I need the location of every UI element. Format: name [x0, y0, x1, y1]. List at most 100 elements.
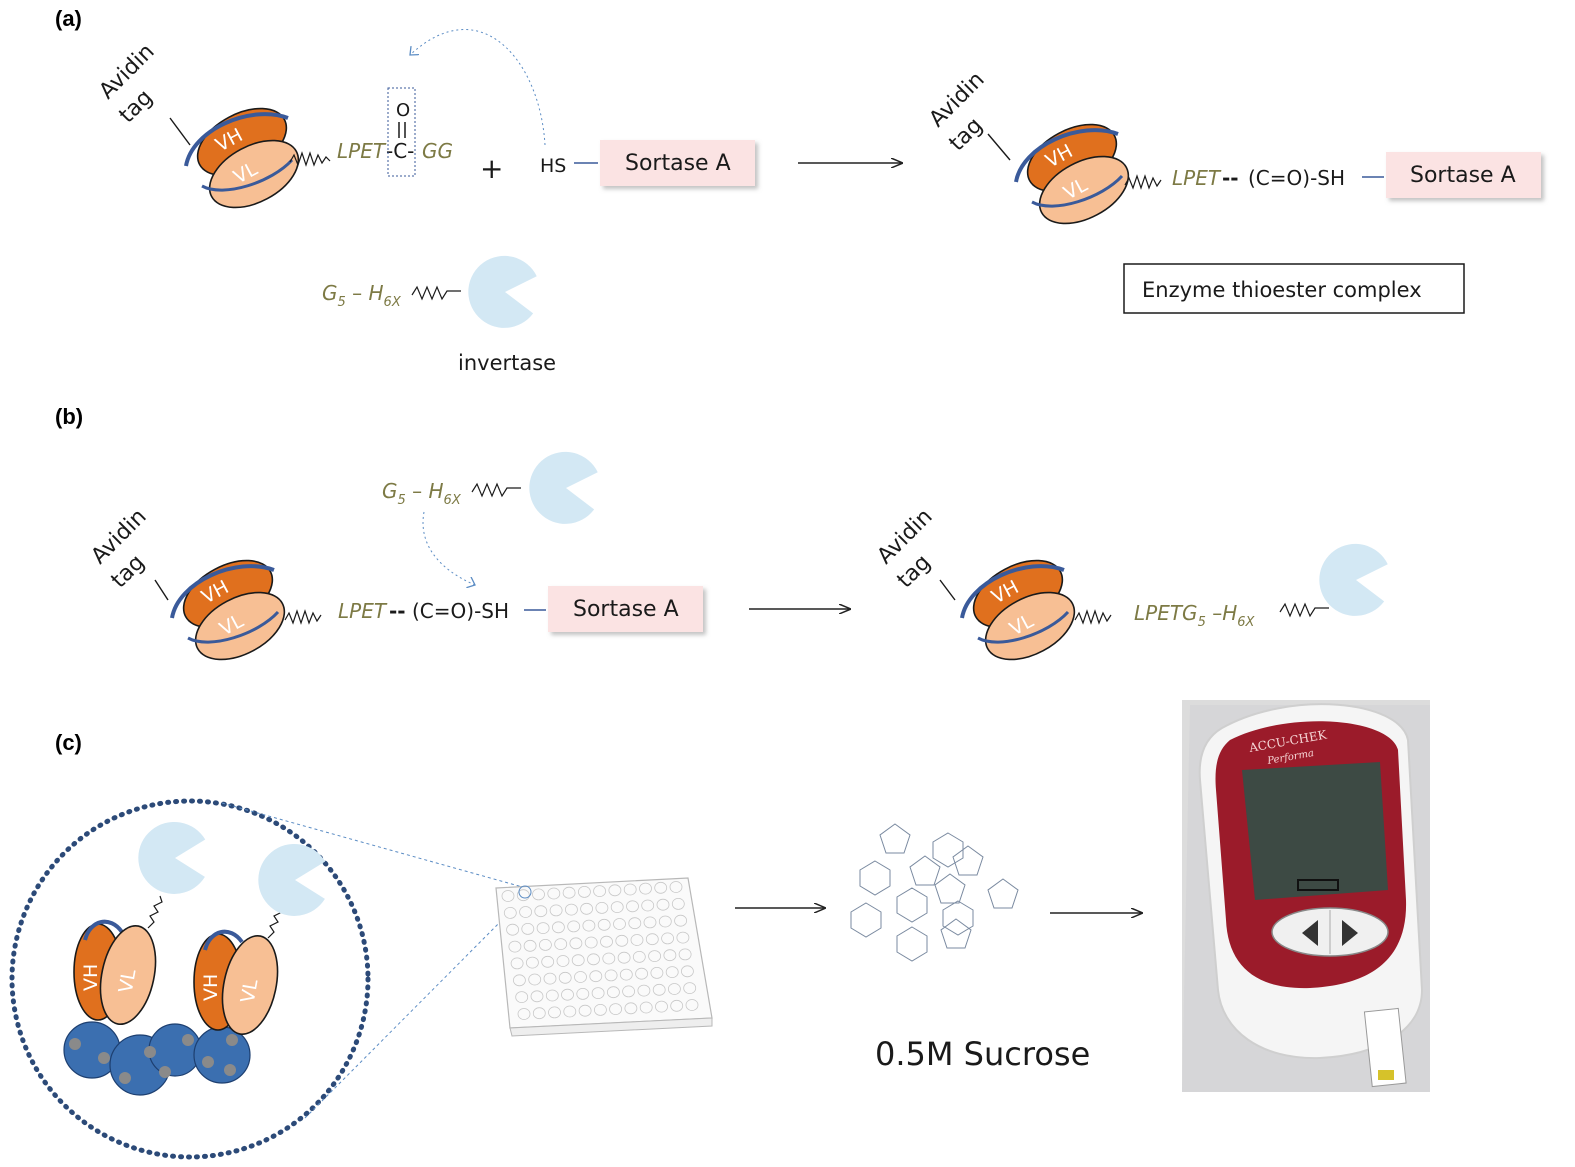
plate-well [624, 1002, 638, 1015]
plate-well [532, 1007, 546, 1020]
plate-well [641, 899, 655, 912]
plate-well [565, 903, 578, 916]
plate-well [548, 1006, 561, 1019]
plate-well [635, 967, 648, 980]
sucrose-label: 0.5M Sucrose [875, 1035, 1090, 1073]
plate-well [503, 907, 517, 919]
plate-well [650, 967, 664, 979]
zoom-line-top [221, 802, 527, 889]
plate-well [506, 923, 519, 936]
nucleophilic-attack-arrow [410, 29, 546, 146]
streptavidin-surface [63, 1021, 251, 1096]
plate-well [594, 1004, 607, 1016]
svg-text:VL: VL [115, 967, 141, 994]
plate-well [622, 985, 635, 998]
plate-well [663, 949, 677, 962]
plate-well [574, 971, 587, 983]
plate-well [567, 920, 581, 933]
plate-well [683, 982, 697, 994]
sortase-box-a-right [1386, 152, 1541, 198]
plate-well [615, 934, 629, 947]
microplate-icon [495, 877, 713, 1037]
plate-well [669, 881, 683, 893]
sortase-label-a: Sortase A [625, 151, 731, 176]
plate-well [513, 974, 526, 987]
lpet-seq: LPET [337, 139, 387, 163]
plate-well [563, 1005, 577, 1018]
invertase-label: invertase [458, 351, 556, 375]
sortase-box-a [600, 140, 755, 186]
plate-well [545, 989, 559, 1002]
plate-well [678, 948, 692, 961]
plate-well [515, 991, 529, 1003]
plate-well [589, 970, 603, 983]
svg-text:--: -- [1222, 166, 1239, 190]
plate-well [543, 972, 557, 985]
plate-well [617, 951, 631, 964]
plate-well [602, 952, 616, 965]
complex-label-box [1123, 263, 1465, 314]
plate-well [523, 939, 537, 952]
plate-well [597, 918, 611, 931]
svg-text:Avidin: Avidin [925, 67, 990, 132]
plate-well [632, 951, 646, 963]
plate-well [530, 990, 544, 1003]
plate-well [587, 953, 600, 966]
plate-well [668, 983, 681, 995]
antibody-b-left: VH VL [170, 544, 298, 676]
plate-well [674, 914, 687, 927]
complex-label: Enzyme thioester complex [1142, 278, 1422, 302]
plate-well [516, 889, 530, 902]
plate-well [654, 881, 668, 894]
plate-well [628, 917, 642, 930]
plate-well [547, 887, 561, 900]
invertase-c-2 [250, 836, 338, 925]
plate-well [582, 919, 596, 932]
plate-well [541, 955, 555, 968]
plate-well [578, 1004, 592, 1017]
invertase-b-free [523, 446, 606, 530]
plate-well [609, 1003, 622, 1015]
plate-well [648, 950, 661, 962]
hs-label: HS [540, 155, 566, 177]
glucometer-photo: ACCU-CHEK Performa [1182, 700, 1430, 1092]
svg-text:LPET: LPET [1172, 166, 1222, 190]
plate-well [532, 888, 545, 901]
carbonyl-c: -C- [386, 139, 414, 163]
antibody-c-1: VH VL [73, 919, 157, 1026]
antibody-a-left: VH VL [184, 92, 312, 224]
plate-well [639, 1001, 653, 1014]
svg-text:Avidin: Avidin [873, 504, 938, 569]
plate-well [608, 884, 622, 897]
linker-wavy [289, 151, 331, 167]
plate-well [558, 971, 572, 984]
plate-well [595, 902, 609, 914]
svg-text:VL: VL [237, 977, 263, 1004]
antibody-c-2: VH VL [193, 929, 279, 1036]
plate-well [604, 969, 618, 982]
plate-well [623, 883, 637, 896]
plate-well [645, 933, 659, 946]
panel-label-c: (c) [55, 730, 82, 755]
antibody-b-right: VH VL [960, 544, 1088, 676]
plate-well [526, 956, 539, 969]
plate-well [549, 904, 563, 917]
plate-well [619, 968, 633, 981]
avidin-label: Avidin [95, 39, 160, 104]
plate-well [681, 965, 694, 978]
plate-well [607, 986, 620, 999]
transfer-arrow-b [422, 511, 475, 585]
plate-well [643, 916, 657, 929]
plate-well [534, 905, 548, 918]
thioester-link-a: (C=O)-SH [1248, 166, 1345, 190]
svg-text:--: -- [389, 599, 406, 623]
svg-text:Avidin: Avidin [87, 504, 152, 569]
antibody-a-right: VH VL [1014, 108, 1142, 240]
plus-sign: + [480, 152, 503, 185]
thioester-link-b: (C=O)-SH [412, 599, 509, 623]
plate-well [536, 922, 550, 934]
sucrose-molecules-icon [850, 823, 1019, 962]
plate-well [562, 886, 576, 899]
plate-well [613, 918, 626, 930]
